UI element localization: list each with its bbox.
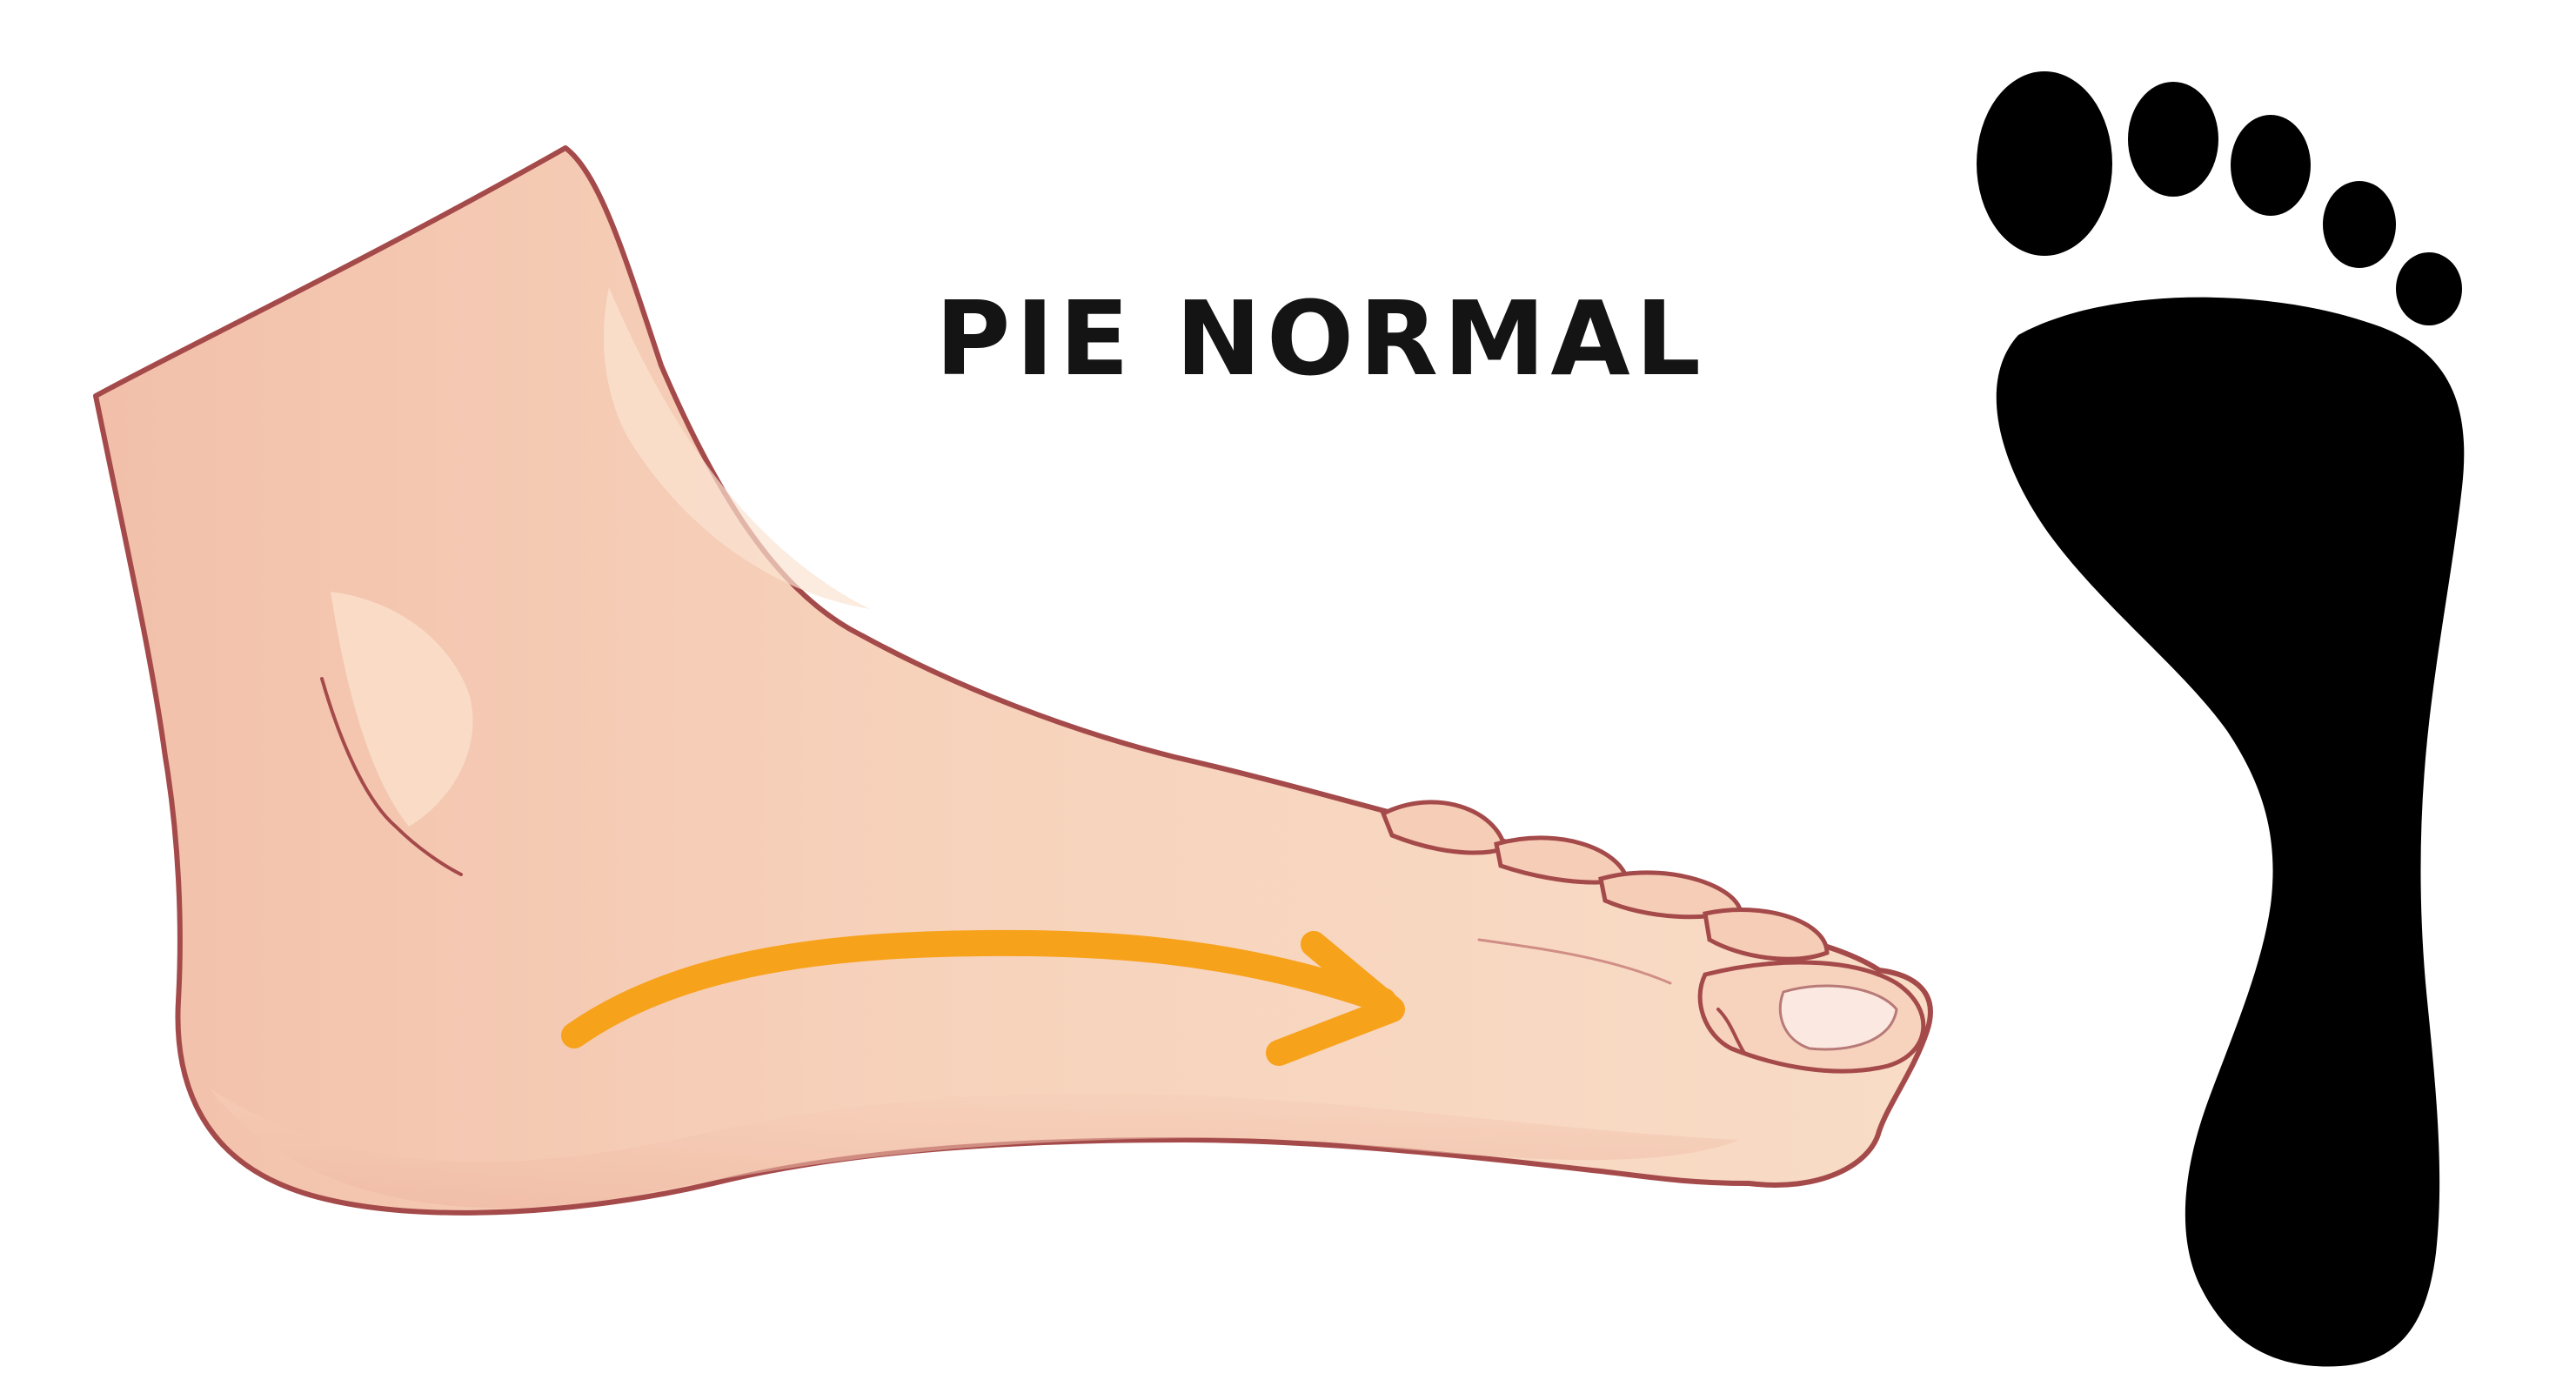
- arch-direction-arrow: [561, 929, 1405, 1066]
- foot-side-view-illustration: [93, 145, 1933, 1216]
- big-toe-nail: [1778, 984, 1898, 1051]
- sole-shading: [209, 1088, 1740, 1209]
- footprint-toe-3: [2231, 115, 2311, 216]
- instep-highlight: [604, 287, 870, 609]
- footprint-toe-4: [2323, 181, 2396, 268]
- arch-arrow-head: [1266, 931, 1405, 1066]
- normal-arch-footprint-icon: [1977, 71, 2465, 1367]
- ankle-crease: [320, 677, 463, 876]
- page-title: PIE NORMAL: [935, 278, 1706, 399]
- footprint-toe-5: [2396, 252, 2462, 325]
- toes: [1380, 800, 1926, 1074]
- toe-crease: [1477, 938, 1672, 985]
- footprint-toe-2: [2128, 82, 2218, 197]
- footprint-sole: [1996, 297, 2465, 1367]
- footprint-big-toe: [1977, 71, 2112, 256]
- arch-arrow-shaft: [561, 929, 1396, 1048]
- ankle-highlight: [331, 592, 473, 827]
- toe-4: [1703, 908, 1830, 961]
- toe-joint-mark: [1716, 1008, 1746, 1055]
